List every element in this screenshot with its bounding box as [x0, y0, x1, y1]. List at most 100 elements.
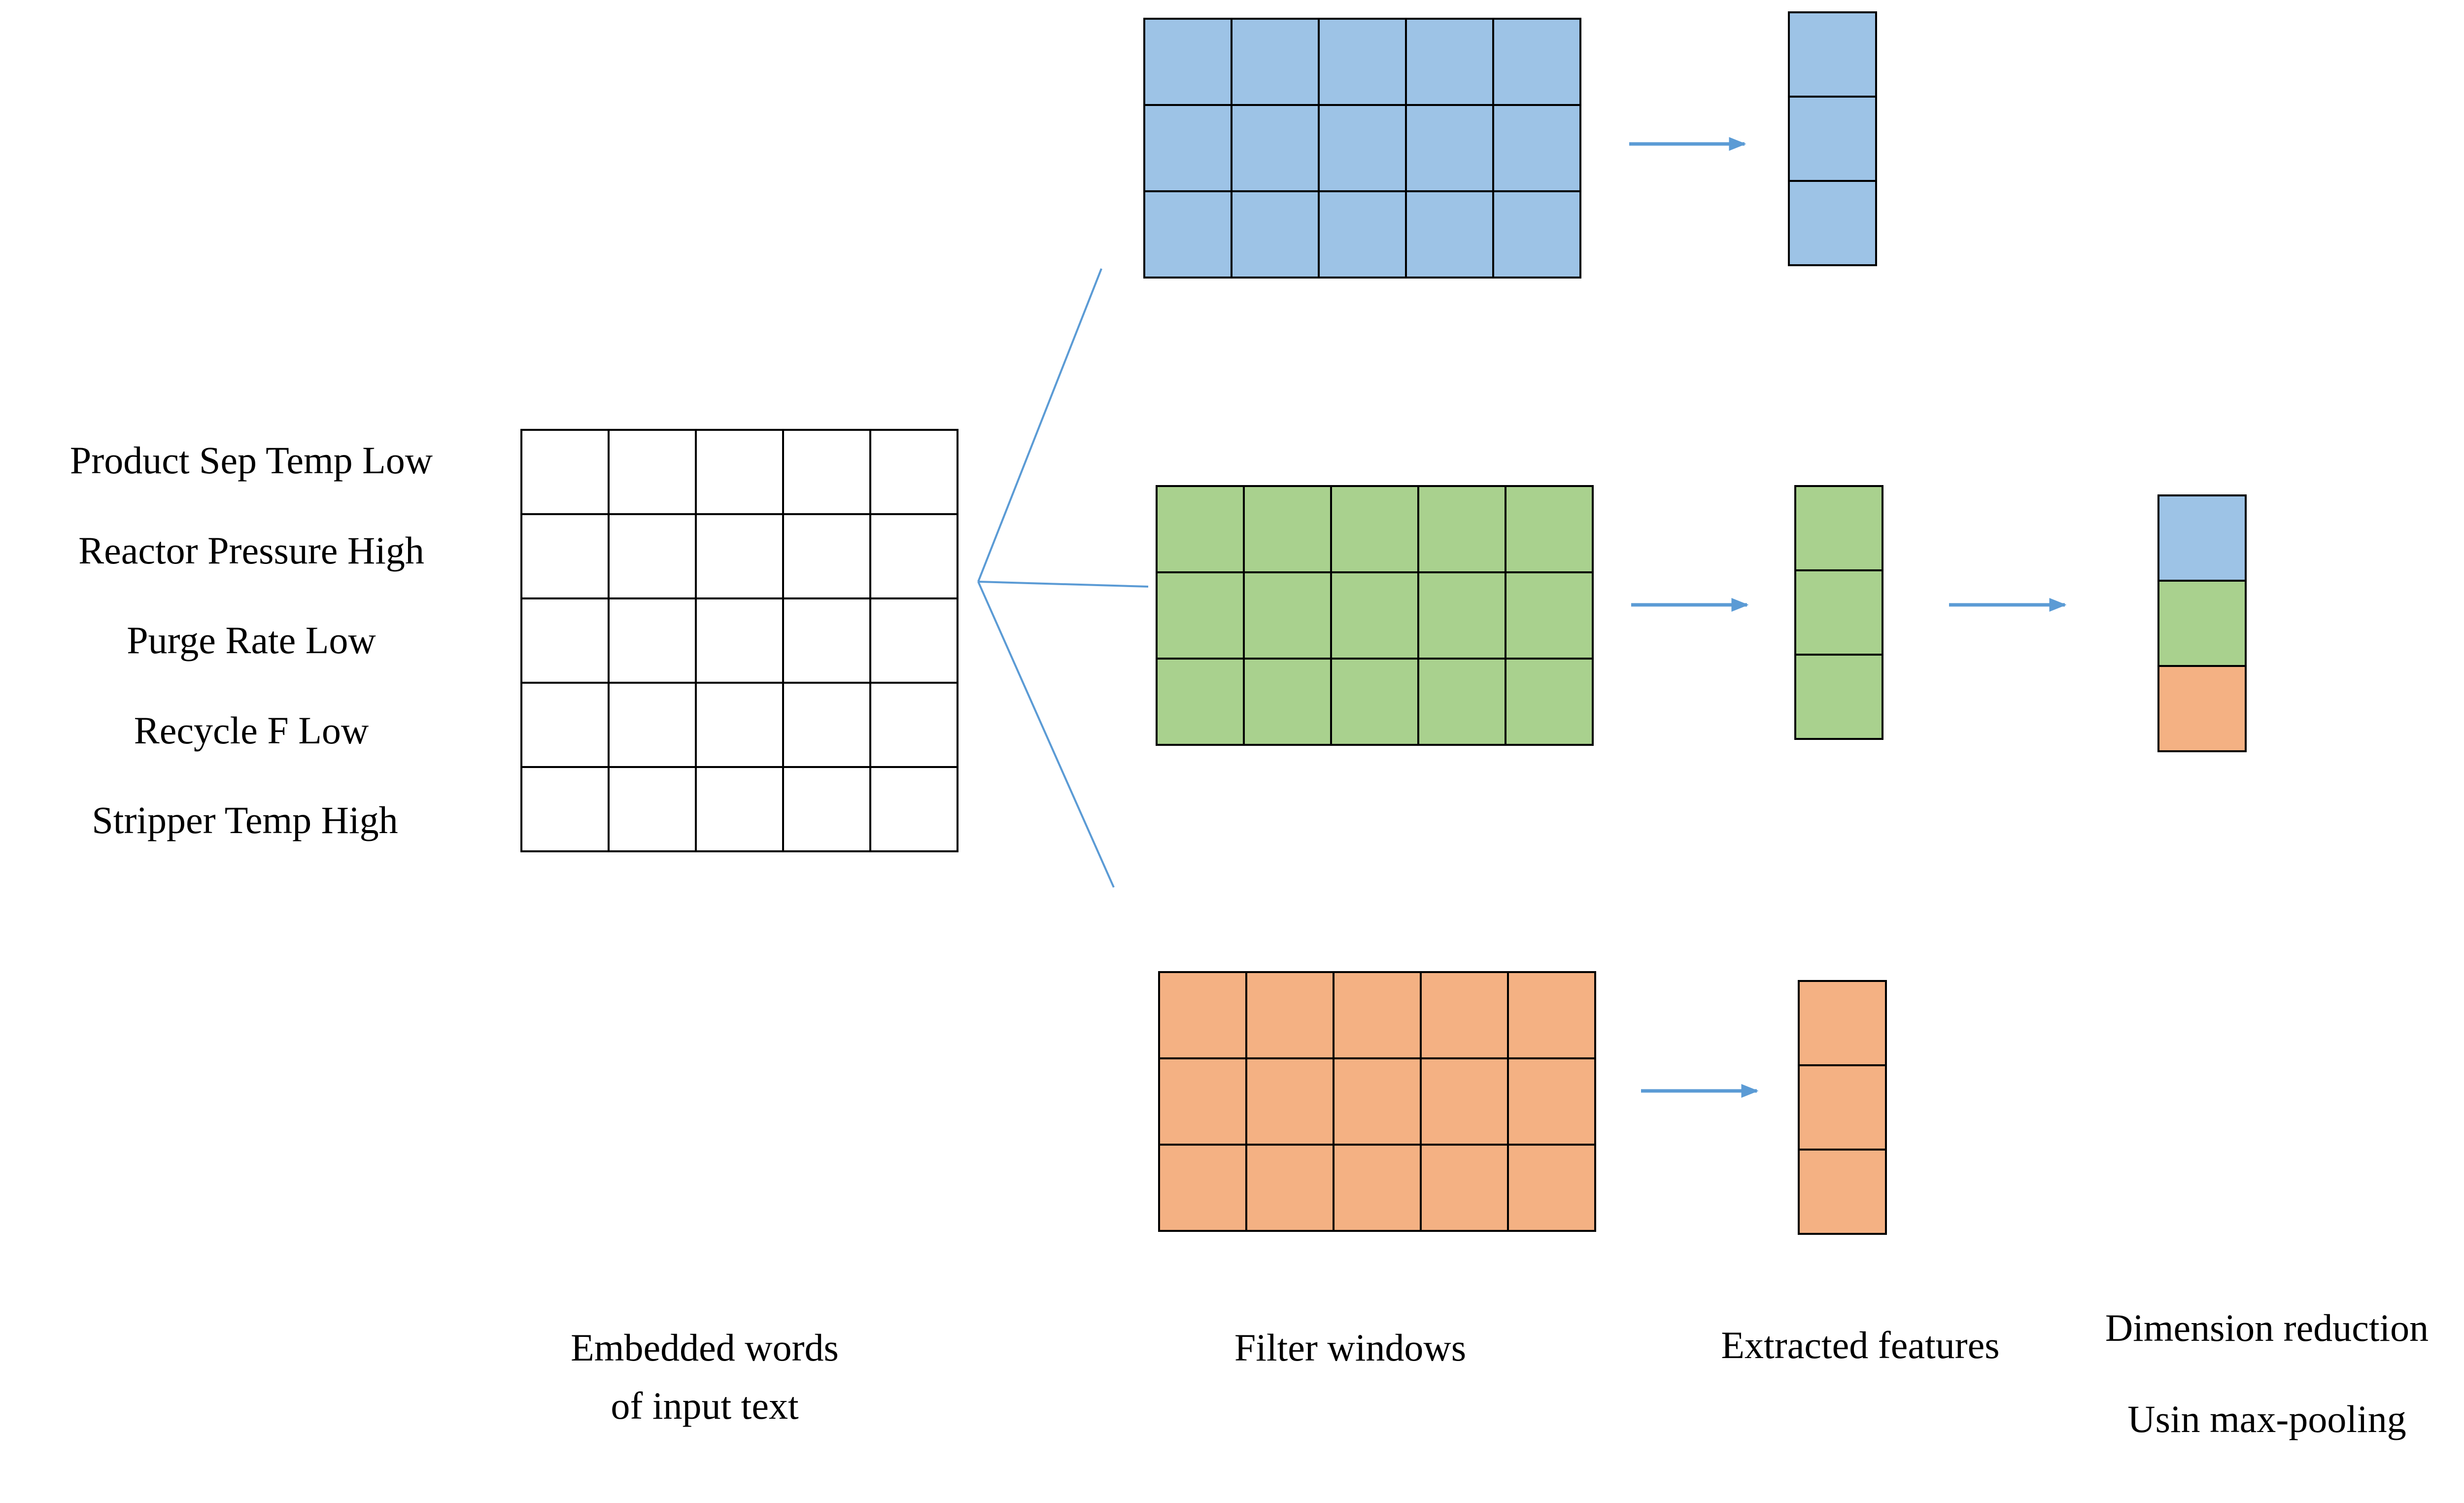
feature-blue-cell: [1788, 96, 1877, 182]
filter-orange-cell: [1245, 1144, 1335, 1232]
extracted-feature-green: [1794, 485, 1883, 740]
embedding-cell: [869, 682, 958, 768]
filter-green-cell: [1330, 658, 1419, 746]
embedding-cell: [520, 682, 610, 768]
embedding-cell: [695, 513, 784, 599]
filter-blue-cell: [1492, 104, 1581, 192]
filter-orange-cell: [1420, 1144, 1509, 1232]
filter-green-cell: [1330, 571, 1419, 660]
filter-blue-cell: [1318, 190, 1407, 279]
connector-line-bottom: [977, 581, 1115, 888]
filter-blue-cell: [1405, 190, 1494, 279]
embedding-cell: [695, 682, 784, 768]
filter-orange-cell: [1507, 1057, 1596, 1146]
embedding-cell: [782, 513, 871, 599]
feature-green-cell: [1794, 485, 1883, 571]
embedding-cell: [520, 766, 610, 852]
feature-blue-cell: [1788, 180, 1877, 266]
filter-orange-cell: [1507, 971, 1596, 1059]
filter-blue-cell: [1231, 104, 1320, 192]
pooled-vector: [2157, 494, 2247, 752]
filter-green-cell: [1330, 485, 1419, 573]
embedding-cell: [782, 429, 871, 515]
caption-embedded-line2: of input text: [611, 1384, 799, 1427]
feature-orange-cell: [1798, 1064, 1887, 1151]
filter-orange-cell: [1420, 971, 1509, 1059]
embedding-cell: [869, 429, 958, 515]
filter-orange-cell: [1158, 1144, 1247, 1232]
filter-green-cell: [1156, 571, 1245, 660]
filter-green-cell: [1156, 485, 1245, 573]
input-word-1: Product Sep Temp Low: [70, 439, 433, 482]
embedding-cell: [869, 513, 958, 599]
filter-green-cell: [1243, 658, 1332, 746]
embedding-cell: [782, 597, 871, 684]
embedding-cell: [695, 597, 784, 684]
filter-blue-cell: [1405, 18, 1494, 106]
filter-orange-cell: [1507, 1144, 1596, 1232]
embedding-cell: [608, 513, 697, 599]
embedding-cell: [869, 766, 958, 852]
input-word-5: Stripper Temp High: [92, 799, 398, 841]
arrows: [1629, 137, 2067, 1098]
filter-green-cell: [1505, 658, 1594, 746]
embedding-cell: [869, 597, 958, 684]
filter-blue-cell: [1318, 104, 1407, 192]
filter-blue-cell: [1405, 104, 1494, 192]
filter-blue-cell: [1492, 190, 1581, 279]
embedding-cell: [520, 597, 610, 684]
feature-orange-cell: [1798, 980, 1887, 1066]
embedding-cell: [608, 597, 697, 684]
filter-blue-cell: [1318, 18, 1407, 106]
extracted-feature-orange: [1798, 980, 1887, 1235]
filter-orange-cell: [1333, 1057, 1422, 1146]
filter-blue-cell: [1143, 18, 1232, 106]
feature-orange-cell: [1798, 1149, 1887, 1235]
input-word-2: Reactor Pressure High: [78, 529, 424, 572]
filter-green-cell: [1505, 571, 1594, 660]
filter-green-cell: [1156, 658, 1245, 746]
embedding-cell: [608, 682, 697, 768]
filter-blue-cell: [1231, 190, 1320, 279]
filter-blue-cell: [1143, 104, 1232, 192]
filter-window-green: [1156, 485, 1594, 746]
filter-orange-cell: [1158, 1057, 1247, 1146]
feature-blue-cell: [1788, 11, 1877, 98]
filter-green-cell: [1417, 571, 1506, 660]
embedding-matrix: [520, 429, 958, 852]
feature-green-cell: [1794, 654, 1883, 740]
connector-lines: [977, 268, 1149, 888]
caption-dimension-line2: Usin max-pooling: [2127, 1398, 2406, 1440]
connector-line-middle: [978, 581, 1149, 588]
embedding-cell: [695, 429, 784, 515]
filter-orange-cell: [1245, 1057, 1335, 1146]
filter-window-orange: [1158, 971, 1596, 1232]
filter-orange-cell: [1333, 1144, 1422, 1232]
embedding-cell: [520, 429, 610, 515]
embedding-cell: [608, 429, 697, 515]
filter-orange-cell: [1333, 971, 1422, 1059]
filter-orange-cell: [1158, 971, 1247, 1059]
pooled-cell: [2157, 580, 2247, 667]
input-word-3: Purge Rate Low: [127, 619, 376, 662]
connector-line-top: [977, 268, 1102, 582]
extracted-feature-blue: [1788, 11, 1877, 266]
filter-green-cell: [1417, 485, 1506, 573]
filter-blue-cell: [1143, 190, 1232, 279]
caption-embedded-line1: Embedded words: [571, 1326, 839, 1369]
embedding-cell: [782, 682, 871, 768]
feature-green-cell: [1794, 569, 1883, 656]
filter-window-blue: [1143, 18, 1581, 279]
filter-green-cell: [1417, 658, 1506, 746]
pooled-cell: [2157, 665, 2247, 752]
embedding-cell: [782, 766, 871, 852]
filter-orange-cell: [1245, 971, 1335, 1059]
filter-blue-cell: [1231, 18, 1320, 106]
embedding-cell: [695, 766, 784, 852]
input-word-4: Recycle F Low: [134, 709, 369, 752]
caption-dimension-line1: Dimension reduction: [2105, 1306, 2429, 1349]
filter-orange-cell: [1420, 1057, 1509, 1146]
filter-green-cell: [1505, 485, 1594, 573]
caption-filter-windows: Filter windows: [1234, 1326, 1466, 1369]
